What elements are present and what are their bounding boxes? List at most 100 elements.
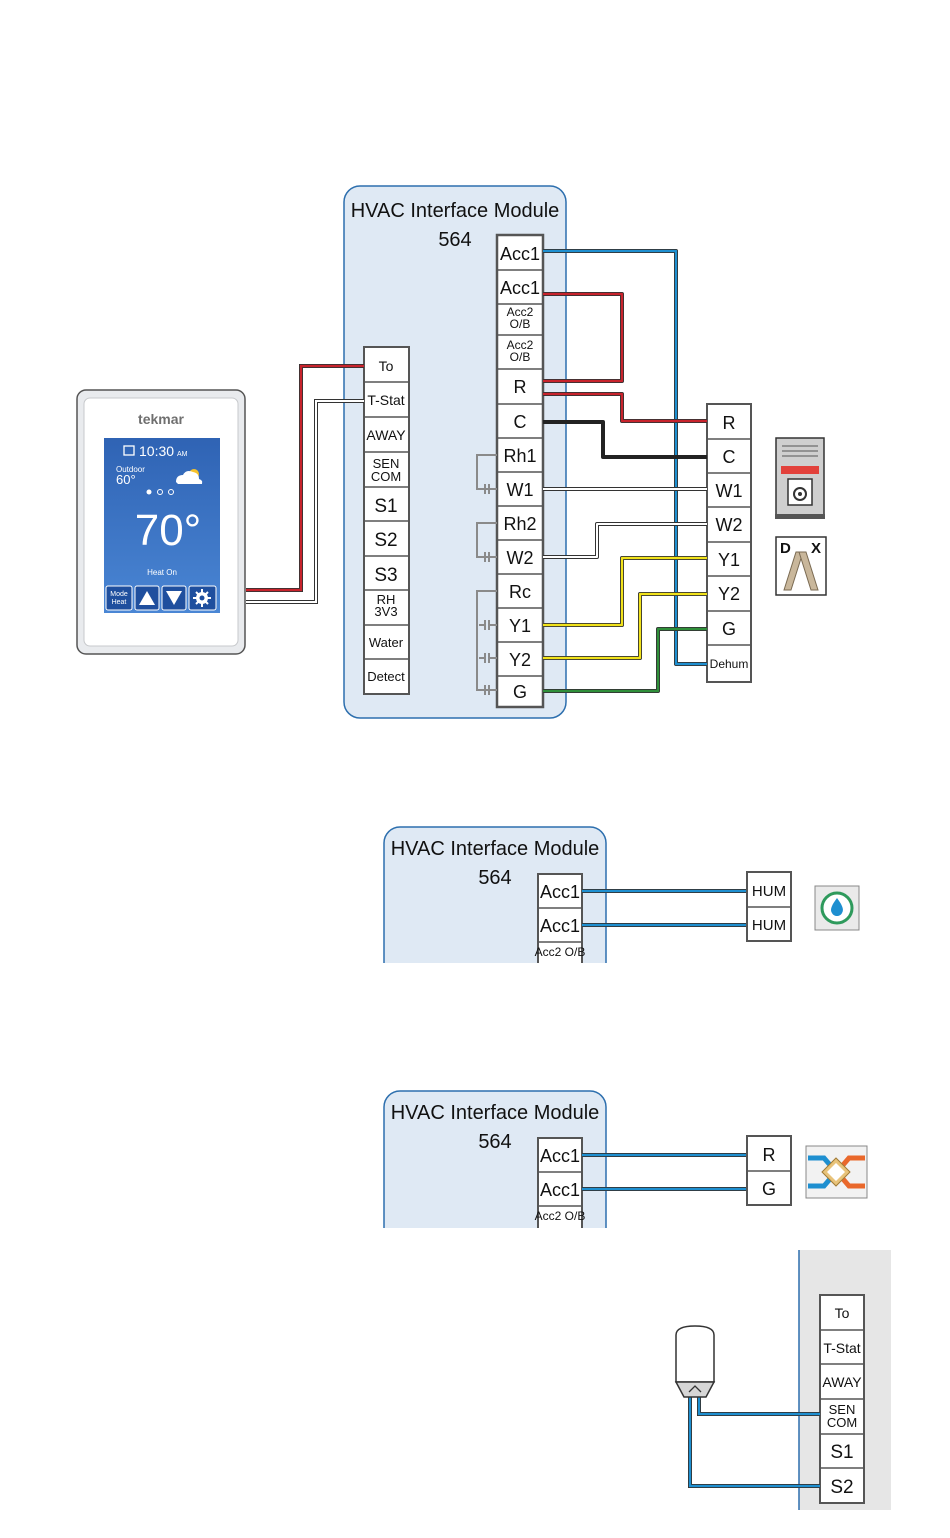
terminal-water: Water <box>369 635 404 650</box>
terminal-rh1: Rh1 <box>503 446 536 466</box>
vent-terminal-g: G <box>762 1179 776 1199</box>
partly-sunny-icon <box>176 469 203 484</box>
humidifier-icon <box>814 885 860 931</box>
outdoor-sensor-icon <box>674 1325 716 1398</box>
equip-terminal-w2: W2 <box>716 515 743 535</box>
outdoor-label: Outdoor <box>116 465 145 474</box>
terminal-rh-line1: RH <box>377 592 396 607</box>
outdoor-temp: 60° <box>116 472 136 487</box>
dx-label-d: D <box>780 540 791 557</box>
terminal-r: R <box>514 377 527 397</box>
ventilator-wiring-diagram: HVAC Interface Module 564 Acc1 Acc1 Acc2… <box>383 1090 868 1228</box>
vent-terminal-acc1-a: Acc1 <box>540 1146 580 1166</box>
hum-terminal-1: HUM <box>752 883 786 900</box>
calendar-icon <box>123 445 135 456</box>
terminal-w1: W1 <box>507 480 534 500</box>
equip-terminal-y2: Y2 <box>718 584 740 604</box>
terminal-to: To <box>379 358 394 374</box>
sensor-sen-line1: SEN <box>829 1402 856 1417</box>
acc2-a-line1: Acc2 <box>507 305 534 319</box>
terminal-s1: S1 <box>374 496 397 517</box>
equipment-terminal-strip: R C W1 W2 Y1 Y2 G Dehum <box>706 403 752 683</box>
terminal-rc: Rc <box>509 582 531 602</box>
terminal-y1: Y1 <box>509 616 531 636</box>
up-arrow-icon <box>139 591 155 605</box>
internal-jumpers <box>476 454 497 695</box>
terminal-s3: S3 <box>374 565 397 586</box>
terminal-detect: Detect <box>367 669 405 684</box>
vent-terminal-acc2-ob: Acc2 O/B <box>535 1209 586 1223</box>
terminal-sen-com-line1: SEN <box>373 456 400 471</box>
thermostat-brand-logo: tekmar <box>138 411 184 427</box>
terminal-acc1-a: Acc1 <box>500 244 540 264</box>
dx-coil-icon: D X <box>775 536 827 596</box>
sensor-terminal-s2: S2 <box>830 1477 853 1498</box>
page-dots <box>146 489 174 495</box>
hum-module-title: HVAC Interface Module <box>391 838 600 860</box>
equip-terminal-y1: Y1 <box>718 550 740 570</box>
hum-terminal-acc2-ob: Acc2 O/B <box>535 945 586 959</box>
furnace-icon <box>775 437 825 519</box>
terminal-g: G <box>513 682 527 702</box>
dx-label-x: X <box>811 540 821 557</box>
terminal-rh2: Rh2 <box>503 514 536 534</box>
thermostat-screen <box>104 438 220 613</box>
terminal-s2: S2 <box>374 530 397 551</box>
sensor-terminal-to: To <box>835 1305 850 1321</box>
equip-terminal-c: C <box>723 447 736 467</box>
equip-terminal-dehum: Dehum <box>710 657 749 671</box>
vent-terminal-r: R <box>763 1145 776 1165</box>
terminal-away: AWAY <box>366 427 406 443</box>
module-number: 564 <box>438 229 471 251</box>
vent-module-number: 564 <box>478 1131 511 1153</box>
terminal-w2: W2 <box>507 548 534 568</box>
hum-terminal-acc1-b: Acc1 <box>540 916 580 936</box>
humidifier-wiring-diagram: HVAC Interface Module 564 Acc1 Acc1 Acc2… <box>383 826 860 963</box>
main-wiring-diagram: HVAC Interface Module 564 To T-Stat AWAY… <box>76 185 827 719</box>
wires-main <box>543 249 707 693</box>
sensor-sen-line2: COM <box>827 1415 857 1430</box>
acc2-b-line1: Acc2 <box>507 338 534 352</box>
hum-module-number: 564 <box>478 867 511 889</box>
thermostat-ampm: AM <box>177 451 188 458</box>
equip-terminal-g: G <box>722 619 736 639</box>
acc2-b-line2: O/B <box>510 350 531 364</box>
sensor-terminal-s1: S1 <box>830 1442 853 1463</box>
gear-icon <box>193 589 211 607</box>
terminal-acc1-b: Acc1 <box>500 278 540 298</box>
wires-thermostat <box>246 364 364 604</box>
thermostat: tekmar 10:30 AM Outdoor 60° 70° Heat On … <box>76 389 246 655</box>
mode-label-line2: Heat <box>112 599 127 606</box>
terminal-sen-com-line2: COM <box>371 469 401 484</box>
terminal-c: C <box>514 412 527 432</box>
module-title: HVAC Interface Module <box>351 200 560 222</box>
mode-button[interactable] <box>105 585 133 611</box>
equip-terminal-w1: W1 <box>716 481 743 501</box>
heat-status: Heat On <box>147 568 177 577</box>
vent-module-title: HVAC Interface Module <box>391 1102 600 1124</box>
hum-terminal-2: HUM <box>752 917 786 934</box>
terminal-rh-line2: 3V3 <box>374 604 397 619</box>
vent-terminal-acc1-b: Acc1 <box>540 1180 580 1200</box>
sensor-terminal-away: AWAY <box>822 1374 862 1390</box>
ventilator-icon <box>805 1145 868 1199</box>
sensor-terminal-t-stat: T-Stat <box>823 1340 860 1356</box>
equip-terminal-r: R <box>723 413 736 433</box>
mode-label-line1: Mode <box>110 591 128 598</box>
terminal-t-stat: T-Stat <box>367 392 404 408</box>
thermostat-time: 10:30 <box>139 443 174 459</box>
hum-terminal-acc1-a: Acc1 <box>540 882 580 902</box>
acc2-a-line2: O/B <box>510 317 531 331</box>
terminal-y2: Y2 <box>509 650 531 670</box>
setpoint-temperature: 70° <box>135 506 202 555</box>
down-arrow-icon <box>166 591 182 605</box>
